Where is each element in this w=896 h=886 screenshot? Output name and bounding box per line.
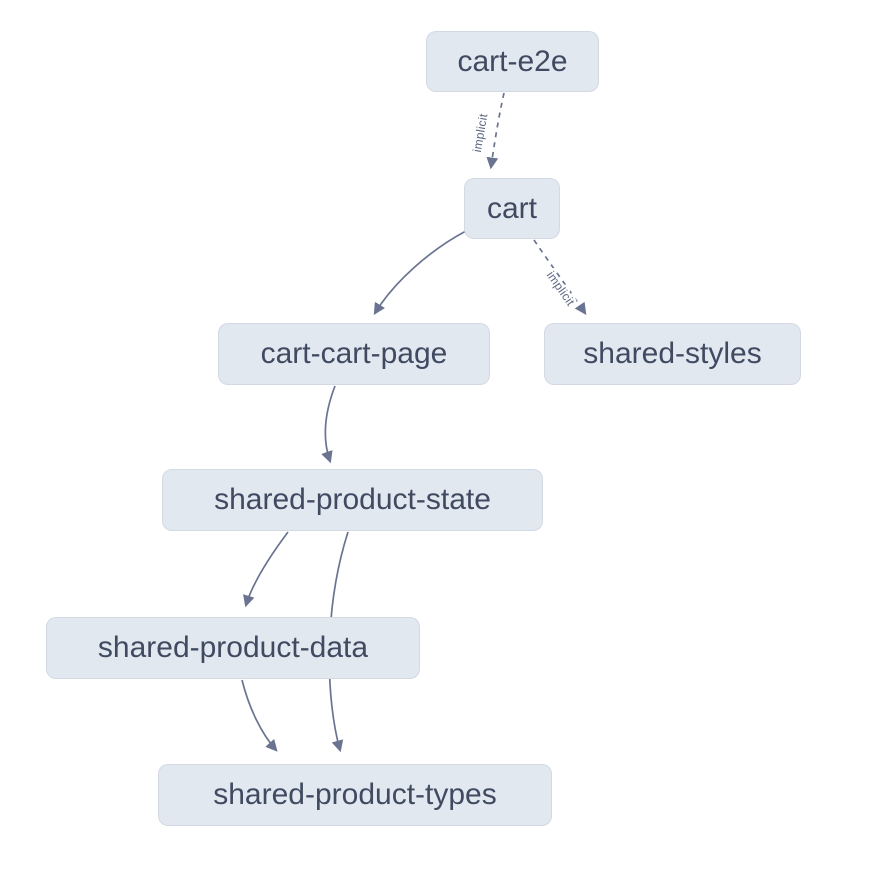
graph-node-label: cart-cart-page: [260, 337, 448, 370]
graph-node-label: shared-product-state: [214, 483, 491, 516]
edge-label-implicit-cart-shared-styles: implicit: [544, 269, 578, 309]
graph-node-label: shared-styles: [583, 337, 762, 370]
graph-node-shared-styles[interactable]: shared-styles: [544, 323, 801, 385]
graph-node-shared-product-state[interactable]: shared-product-state: [162, 469, 543, 531]
graph-node-label: cart-e2e: [457, 44, 568, 78]
graph-node-shared-product-data[interactable]: shared-product-data: [46, 617, 420, 679]
edge-shared-product-data-to-shared-product-types[interactable]: [241, 679, 278, 752]
graph-node-label: shared-product-data: [97, 631, 369, 664]
edge-cart-to-shared-styles[interactable]: [533, 239, 587, 315]
graph-node-shared-product-types[interactable]: shared-product-types: [158, 764, 552, 826]
edge-cart-to-cart-cart-page[interactable]: [373, 230, 467, 316]
graph-node-cart-e2e[interactable]: cart-e2e: [426, 31, 599, 92]
graph-node-label: shared-product-types: [213, 778, 497, 811]
graph-node-cart[interactable]: cart: [464, 178, 560, 239]
graph-node-label: cart: [486, 191, 537, 225]
edge-cart-e2e-to-cart[interactable]: [486, 92, 505, 170]
edge-cart-cart-page-to-shared-product-state[interactable]: [321, 385, 336, 464]
graph-node-cart-cart-page[interactable]: cart-cart-page: [218, 323, 490, 385]
edge-shared-product-state-to-shared-product-data[interactable]: [243, 531, 289, 608]
edge-label-implicit-cart-e2e-cart: implicit: [470, 112, 491, 153]
